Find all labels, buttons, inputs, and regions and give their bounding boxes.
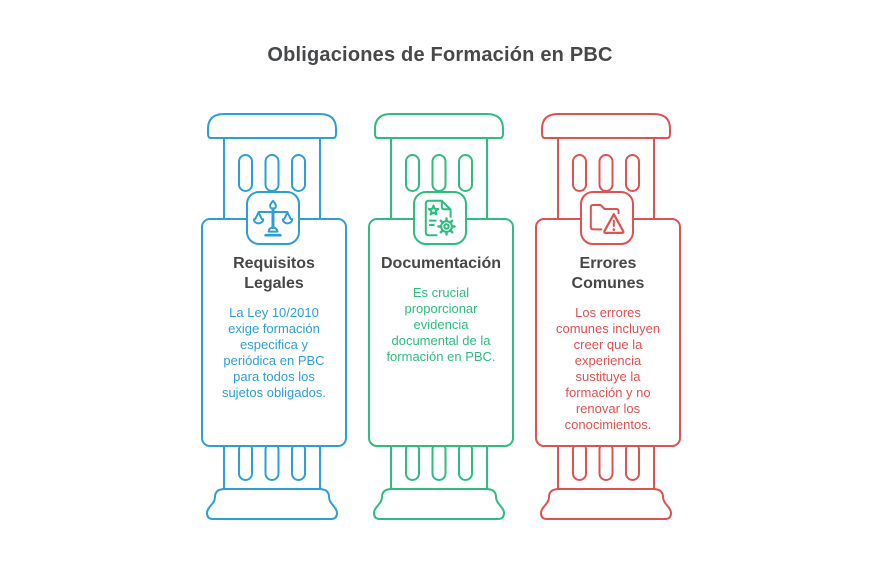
pillar-flute xyxy=(405,442,420,481)
pillar-flute xyxy=(458,442,473,481)
info-card-errores-comunes: Errores Comunes Los errores comunes incl… xyxy=(535,218,681,447)
page-title: Obligaciones de Formación en PBC xyxy=(267,44,613,66)
pillar-flute xyxy=(625,154,640,192)
pillar-flute xyxy=(598,154,614,192)
pillar-flute xyxy=(264,154,280,192)
pillar-flute xyxy=(431,154,447,192)
pillar-base xyxy=(206,488,338,520)
pillar-column-errores-comunes: Errores Comunes Los errores comunes incl… xyxy=(522,113,690,523)
info-card-documentacion: Documentación Es crucial proporcionar ev… xyxy=(368,218,514,447)
scales-of-justice-icon xyxy=(246,191,300,245)
card-title: Requisitos Legales xyxy=(233,255,315,292)
info-card-requisitos-legales: Requisitos Legales La Ley 10/2010 exige … xyxy=(201,218,347,447)
pillar-flute xyxy=(431,442,447,481)
pillar-base xyxy=(540,488,672,520)
pillar-flute xyxy=(238,442,253,481)
document-gear-icon xyxy=(413,191,467,245)
pillar-flute xyxy=(238,154,253,192)
card-title: Documentación xyxy=(380,255,501,272)
pillar-flute xyxy=(572,154,587,192)
pillar-column-documentacion: Documentación Es crucial proporcionar ev… xyxy=(355,113,523,523)
pillar-capital xyxy=(207,113,337,139)
pillar-capital xyxy=(374,113,504,139)
pillar-flute xyxy=(291,442,306,481)
pillar-flute xyxy=(572,442,587,481)
pillar-flute xyxy=(598,442,614,481)
pillar-flute xyxy=(264,442,280,481)
pillar-flute xyxy=(405,154,420,192)
folder-warning-icon xyxy=(580,191,634,245)
card-body: Los errores comunes incluyen creer que l… xyxy=(555,305,661,432)
card-body: Es crucial proporcionar evidencia docume… xyxy=(386,285,496,364)
pillar-flute xyxy=(458,154,473,192)
pillar-capital xyxy=(541,113,671,139)
pillar-column-requisitos-legales: Requisitos Legales La Ley 10/2010 exige … xyxy=(188,113,356,523)
pillar-flute xyxy=(291,154,306,192)
card-body: La Ley 10/2010 exige formación especific… xyxy=(221,305,327,400)
card-title: Errores Comunes xyxy=(571,255,645,292)
pillar-flute xyxy=(625,442,640,481)
pillar-base xyxy=(373,488,505,520)
